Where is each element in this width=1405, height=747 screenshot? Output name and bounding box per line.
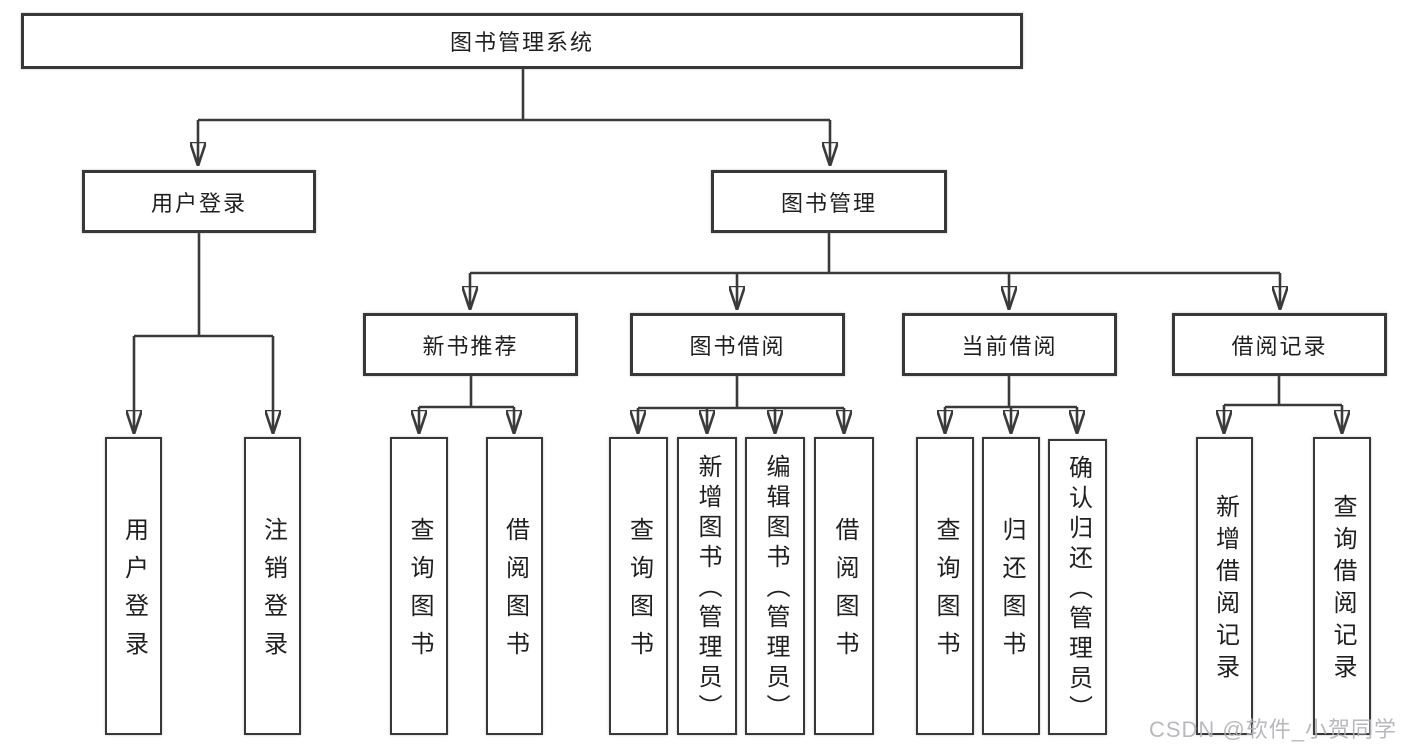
node-book-borrow: 图书借阅 (630, 313, 845, 376)
node-borrow-records: 借阅记录 (1172, 313, 1387, 376)
leaf-logout-login-label: 注销登录 (259, 517, 287, 669)
node-current-borrow: 当前借阅 (902, 313, 1117, 376)
leaf-user-login: 用户登录 (105, 437, 162, 735)
node-book-management: 图书管理 (711, 170, 947, 233)
leaf-edit-books-admin-label: 编辑图书（管理员） (762, 454, 789, 724)
leaf-query-borrow-record-label: 查询借阅记录 (1329, 494, 1356, 686)
node-user-login: 用户登录 (82, 170, 316, 233)
leaf-borrow-books-recommend: 借阅图书 (486, 437, 543, 735)
leaf-query-books-current: 查询图书 (916, 437, 974, 735)
node-root-system: 图书管理系统 (21, 13, 1023, 69)
node-borrow-records-label: 借阅记录 (1231, 333, 1328, 359)
leaf-borrow-books: 借阅图书 (814, 437, 874, 735)
leaf-edit-books-admin: 编辑图书（管理员） (745, 437, 805, 735)
leaf-add-borrow-record-label: 新增借阅记录 (1211, 494, 1239, 686)
node-book-management-label: 图书管理 (780, 190, 877, 216)
node-book-borrow-label: 图书借阅 (689, 333, 786, 359)
leaf-query-books-current-label: 查询图书 (932, 517, 959, 669)
leaf-borrow-books-recommend-label: 借阅图书 (501, 517, 529, 669)
leaf-return-books-label: 归还图书 (998, 517, 1025, 669)
leaf-query-borrow-record: 查询借阅记录 (1313, 437, 1371, 735)
leaf-borrow-books-label: 借阅图书 (831, 517, 858, 669)
node-user-login-label: 用户登录 (150, 190, 247, 216)
leaf-query-books-borrow: 查询图书 (609, 437, 668, 735)
leaf-confirm-return-admin: 确认归还（管理员） (1048, 439, 1107, 735)
leaf-add-books-admin-label: 新增图书（管理员） (694, 454, 721, 724)
leaf-add-borrow-record: 新增借阅记录 (1196, 437, 1253, 735)
leaf-confirm-return-admin-label: 确认归还（管理员） (1064, 455, 1092, 725)
csdn-watermark: CSDN @软件_小贺同学 (1148, 717, 1397, 742)
node-new-book-recommend-label: 新书推荐 (422, 333, 519, 359)
node-new-book-recommend: 新书推荐 (363, 313, 578, 376)
leaf-user-login-label: 用户登录 (120, 517, 148, 669)
leaf-return-books: 归还图书 (982, 437, 1040, 735)
node-current-borrow-label: 当前借阅 (961, 333, 1058, 359)
leaf-logout-login: 注销登录 (244, 437, 301, 735)
leaf-query-books-recommend: 查询图书 (390, 437, 448, 735)
leaf-query-books-borrow-label: 查询图书 (625, 517, 653, 669)
leaf-add-books-admin: 新增图书（管理员） (677, 437, 737, 735)
leaf-query-books-recommend-label: 查询图书 (406, 517, 433, 669)
node-root-label: 图书管理系统 (449, 30, 594, 55)
